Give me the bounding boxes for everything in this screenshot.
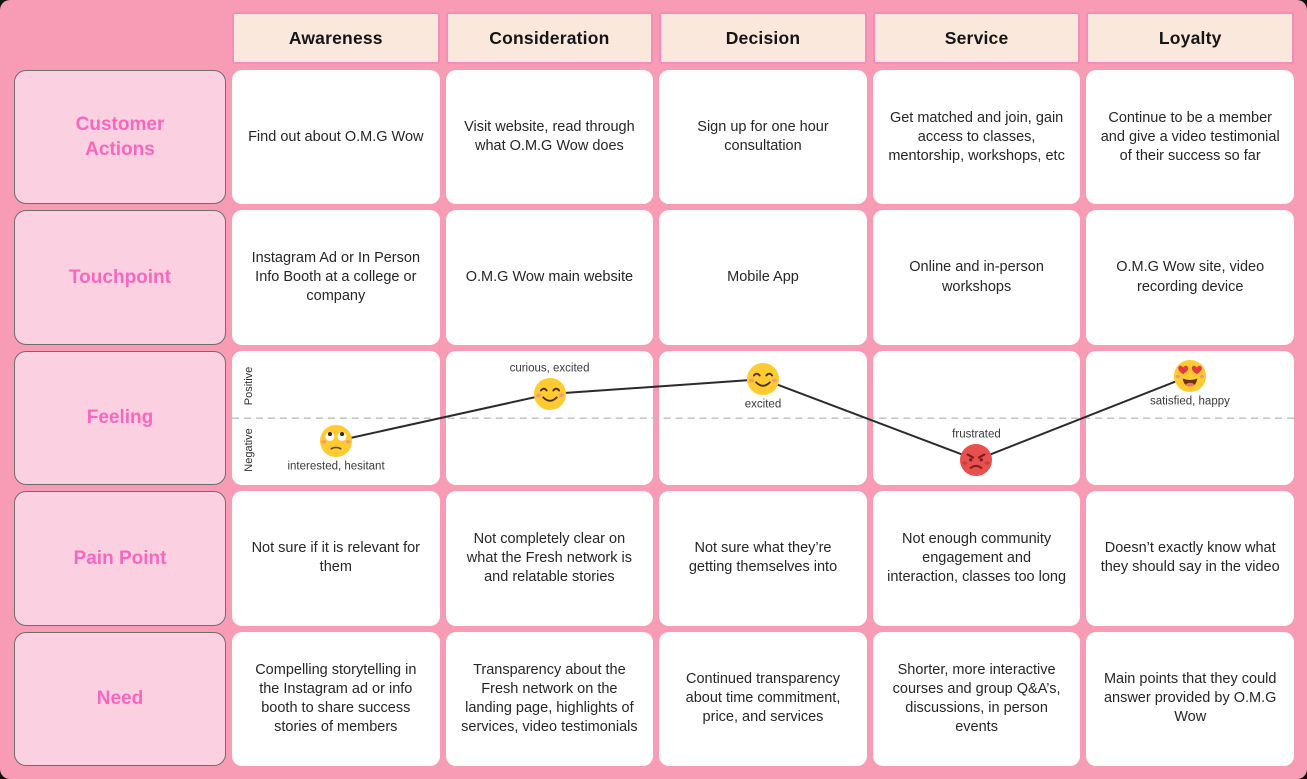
feeling-label: curious, excited	[509, 362, 590, 375]
row-label-customer-actions: Customer Actions	[14, 70, 226, 205]
feeling-label: satisfied, happy	[1149, 395, 1230, 408]
cell-customer-actions-loyalty: Continue to be a member and give a video…	[1086, 70, 1294, 205]
feeling-point-consideration: curious, excited	[510, 362, 589, 411]
row-label-need: Need	[14, 631, 226, 766]
cell-need-loyalty: Main points that they could answer provi…	[1086, 631, 1294, 766]
stage-header-awareness: Awareness	[232, 12, 440, 64]
cell-touchpoint-decision: Mobile App	[659, 210, 867, 345]
cell-touchpoint-service: Online and in-person workshops	[872, 210, 1081, 345]
cell-customer-actions-consideration: Visit website, read through what O.M.G W…	[445, 70, 654, 205]
feeling-curve-strip: Positive Negative interested, hesitant	[232, 350, 1294, 486]
feeling-label: frustrated	[952, 428, 1001, 441]
row-label-feeling: Feeling	[14, 350, 226, 486]
corner-spacer	[14, 12, 226, 64]
cell-touchpoint-consideration: O.M.G Wow main website	[445, 210, 654, 345]
cell-pain-point-awareness: Not sure if it is relevant for them	[232, 491, 440, 626]
cell-pain-point-decision: Not sure what they’re getting themselves…	[659, 491, 867, 626]
angry-face-icon	[960, 443, 993, 476]
stage-header-decision: Decision	[659, 12, 867, 64]
row-label-touchpoint: Touchpoint	[14, 210, 226, 345]
feeling-point-loyalty: satisfied, happy	[1150, 358, 1230, 407]
stage-header-consideration: Consideration	[445, 12, 654, 64]
stage-header-service: Service	[872, 12, 1081, 64]
smiling-face-icon	[533, 377, 566, 410]
cell-customer-actions-decision: Sign up for one hour consultation	[659, 70, 867, 205]
feeling-label: interested, hesitant	[287, 460, 385, 473]
row-label-pain-point: Pain Point	[14, 491, 226, 626]
feeling-axis-negative-label: Negative	[243, 428, 255, 472]
cell-touchpoint-awareness: Instagram Ad or In Person Info Booth at …	[232, 210, 440, 345]
stage-header-loyalty: Loyalty	[1086, 12, 1294, 64]
feeling-point-decision: excited	[745, 362, 781, 411]
cell-need-service: Shorter, more interactive courses and gr…	[872, 631, 1081, 766]
cell-need-awareness: Compelling storytelling in the Instagram…	[232, 631, 440, 766]
cell-need-decision: Continued transparency about time commit…	[659, 631, 867, 766]
cell-pain-point-service: Not enough community engagement and inte…	[872, 491, 1081, 626]
cell-customer-actions-awareness: Find out about O.M.G Wow	[232, 70, 440, 205]
cell-pain-point-consideration: Not completely clear on what the Fresh n…	[445, 491, 654, 626]
feeling-point-awareness: interested, hesitant	[287, 423, 385, 472]
feeling-point-service: frustrated	[952, 428, 1001, 477]
cell-touchpoint-loyalty: O.M.G Wow site, video recording device	[1086, 210, 1294, 345]
feeling-label: excited	[744, 398, 782, 411]
heart-eyes-face-icon	[1173, 359, 1206, 392]
hesitant-face-icon	[320, 424, 353, 457]
cell-pain-point-loyalty: Doesn’t exactly know what they should sa…	[1086, 491, 1294, 626]
cell-need-consideration: Transparency about the Fresh network on …	[445, 631, 654, 766]
feeling-axis-positive-label: Positive	[243, 366, 255, 405]
cell-customer-actions-service: Get matched and join, gain access to cla…	[872, 70, 1081, 205]
smiling-face-icon	[746, 362, 780, 396]
